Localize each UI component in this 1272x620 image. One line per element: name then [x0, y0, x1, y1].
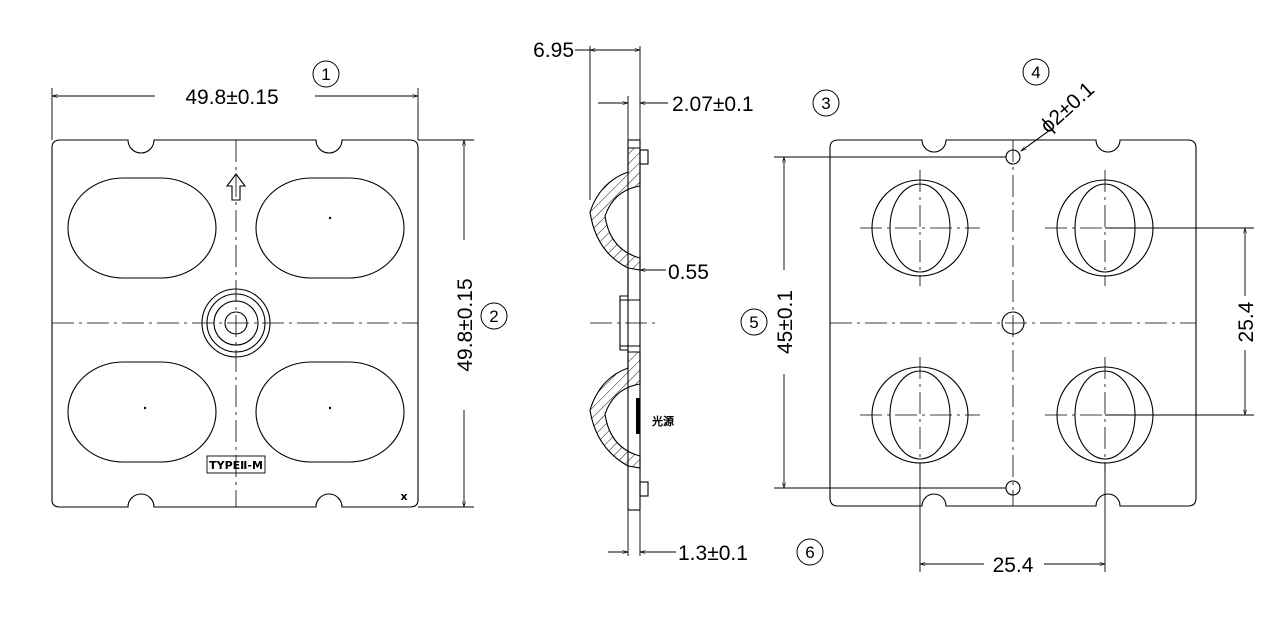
side-lens-upper — [589, 147, 641, 271]
corner-mark: x — [400, 490, 407, 503]
front-lens-center-dot — [328, 406, 332, 410]
back-lens-bottom-left — [860, 357, 980, 473]
back-view: ϕ2±0.1 4 45±0.1 5 25.4 25.4 — [740, 58, 1258, 577]
front-lens-center-dot — [328, 216, 332, 220]
front-lens-bottom-left — [67, 361, 217, 463]
lens-pitch-horizontal: 25.4 — [993, 554, 1034, 577]
back-outline — [829, 139, 1197, 507]
height-callout: 2 — [489, 307, 498, 326]
up-arrow-icon — [225, 173, 247, 201]
flange-thickness: 1.3±0.1 — [678, 542, 748, 565]
base-thickness: 2.07±0.1 — [672, 93, 754, 116]
height-dimension: 49.8±0.15 — [454, 278, 477, 371]
hole-diameter: ϕ2±0.1 — [1036, 78, 1099, 138]
front-lens-bottom-right — [255, 361, 405, 463]
flange-callout: 6 — [805, 543, 814, 562]
light-source-label: 光源 — [651, 414, 674, 428]
center-hole — [1001, 311, 1025, 335]
front-view: TYPEⅡ-M x 49.8±0.15 1 49.8±0.15 2 — [51, 60, 508, 508]
base-callout: 3 — [821, 94, 830, 113]
total-thickness: 6.95 — [533, 39, 574, 62]
hole-spacing: 45±0.1 — [774, 290, 797, 354]
hole-spacing-callout: 5 — [749, 313, 758, 332]
back-lens-top-left — [860, 170, 980, 286]
center-boss-ring — [206, 293, 266, 353]
center-boss-outer — [201, 288, 271, 358]
front-lens-center-dot — [143, 406, 147, 410]
front-lens-top-right — [255, 177, 405, 279]
center-boss-inner — [213, 300, 259, 346]
front-lens-top-left — [67, 177, 217, 279]
lens-gap: 0.55 — [668, 261, 709, 284]
hole-callout: 4 — [1031, 63, 1040, 82]
side-lens-lower — [589, 351, 641, 469]
side-view: 光源 6.95 2.07±0.1 3 0.55 1.3±0.1 6 — [533, 39, 840, 566]
light-source-block — [636, 398, 640, 434]
type-label: TYPEⅡ-M — [209, 459, 263, 472]
width-dimension: 49.8±0.15 — [185, 86, 278, 109]
front-outline — [51, 139, 419, 508]
center-boss-hole — [224, 311, 248, 335]
width-callout: 1 — [321, 65, 330, 84]
lens-pitch-vertical: 25.4 — [1235, 301, 1258, 342]
type-label-box — [206, 455, 266, 474]
